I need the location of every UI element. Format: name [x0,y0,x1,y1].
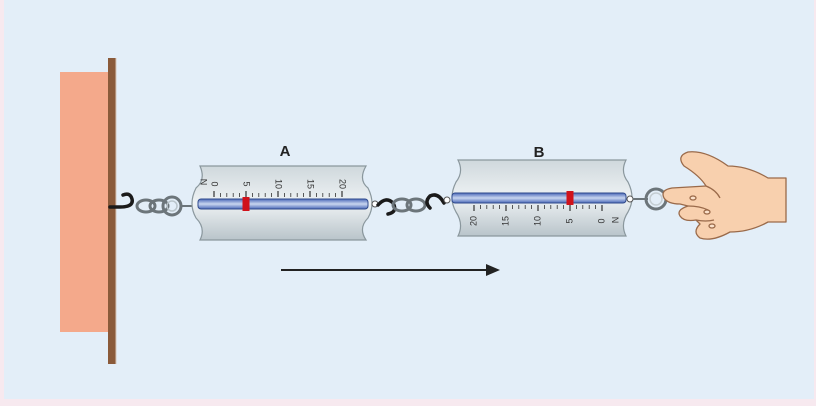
wall-hook [108,192,134,209]
scale-tick-label: 0 [596,218,606,223]
scale-tick-label: 15 [500,216,510,226]
spring-scale-a: 0 5 10 15 20 N [191,165,379,241]
scale-b-indicator [566,191,574,205]
scale-b-tick-marks [473,205,603,211]
scale-tick-label: 5 [242,181,252,186]
scale-a-indicator [242,197,250,211]
scale-a-tick-marks [213,191,343,197]
scale-b-tube [451,192,627,204]
scale-b-label: B [534,144,545,161]
scale-b-unit-label: N [610,217,620,224]
scale-a-unit-label: N [199,179,209,186]
scale-tick-label: 5 [564,218,574,223]
scale-tick-label: 15 [306,179,316,189]
scale-b-start-eyelet [443,196,451,204]
scale-b-tick-labels: 0 5 10 15 20 [468,216,606,226]
scale-tick-label: 20 [468,216,478,226]
pull-direction-arrow [281,264,500,276]
connecting-hooks [376,193,446,216]
scale-a-label: A [280,143,291,160]
scale-tick-label: 0 [210,181,220,186]
scale-tick-label: 10 [274,179,284,189]
spring-scale-b: 0 5 10 15 20 N [443,159,634,237]
wall [60,58,117,364]
scale-b-end-eyelet [626,195,634,203]
hand-pulling-icon [662,151,787,240]
scale-a-tick-labels: 0 5 10 15 20 [210,179,348,189]
scale-a-tube [197,198,369,210]
scale-tick-label: 10 [532,216,542,226]
scale-tick-label: 20 [338,179,348,189]
